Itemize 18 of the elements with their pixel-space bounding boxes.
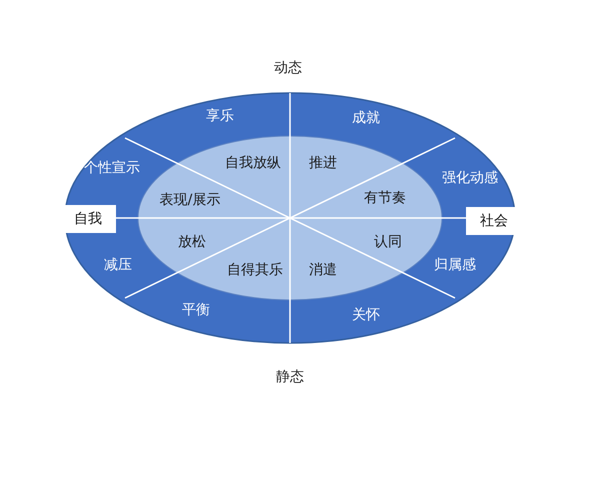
sector-label: 个性宣示 bbox=[84, 159, 140, 177]
sector-label: 认同 bbox=[374, 233, 402, 251]
direction-label: 动态 bbox=[274, 59, 302, 77]
sector-label: 关怀 bbox=[352, 306, 380, 324]
sector-label: 享乐 bbox=[206, 107, 234, 125]
direction-label: 静态 bbox=[276, 368, 304, 386]
sector-label: 自得其乐 bbox=[227, 261, 283, 279]
sector-label: 有节奏 bbox=[364, 189, 406, 207]
sector-label: 成就 bbox=[352, 109, 380, 127]
sector-label: 推进 bbox=[309, 154, 337, 172]
sector-label: 归属感 bbox=[434, 256, 476, 274]
sector-label: 表现/展示 bbox=[160, 191, 220, 209]
sector-label: 强化动感 bbox=[442, 169, 498, 187]
sector-label: 平衡 bbox=[182, 301, 210, 319]
sector-label: 自我放纵 bbox=[225, 154, 281, 172]
sector-label: 消遣 bbox=[309, 261, 337, 279]
sector-label: 减压 bbox=[104, 256, 132, 274]
sector-label: 放松 bbox=[178, 233, 206, 251]
